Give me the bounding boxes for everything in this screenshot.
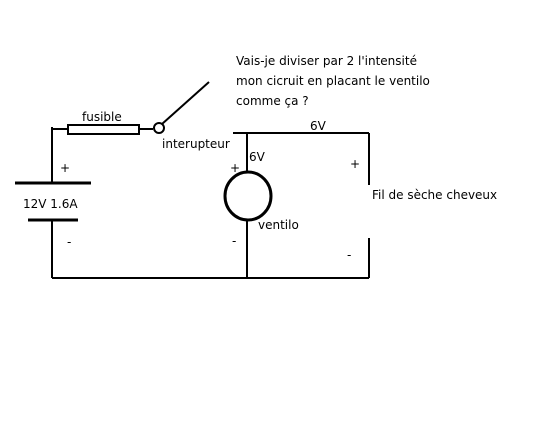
wires [51,127,370,279]
battery-label: 12V 1.6A [23,197,78,211]
fan-plus: + [230,161,240,175]
question-line-3: comme ça ? [236,94,309,108]
battery-plus: + [60,161,70,175]
fan-symbol [223,170,273,222]
battery-minus: - [67,235,71,249]
dryer-plus: + [350,157,360,171]
dryer-minus: - [347,248,351,262]
fan-voltage: 6V [249,150,266,164]
question-line-1: Vais-je diviser par 2 l'intensité [236,54,417,68]
dryer-label: Fil de sèche cheveux [372,188,497,202]
fan-label: ventilo [258,218,299,232]
top-voltage: 6V [310,119,327,133]
switch-contact [153,122,165,134]
switch-label: interupteur [162,137,230,151]
fan-minus: - [232,234,236,248]
question-line-2: mon cicruit en placant le ventilo [236,74,430,88]
switch-lever [161,81,210,125]
fuse-label: fusible [82,110,122,124]
fuse-symbol [67,124,140,135]
